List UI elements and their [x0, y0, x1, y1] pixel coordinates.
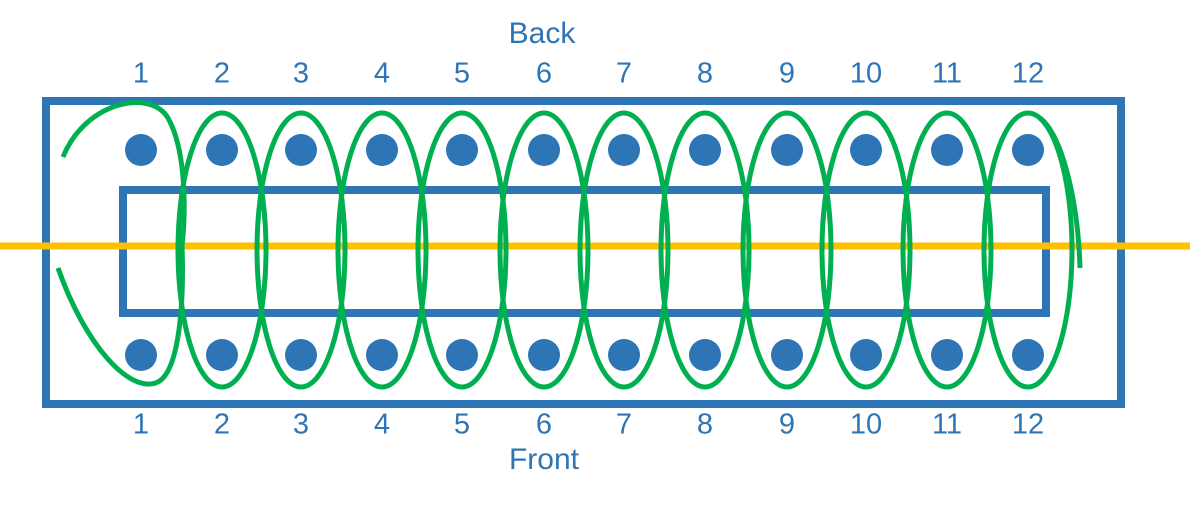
front-pin-number: 1	[133, 409, 149, 441]
back-pin-number: 7	[616, 58, 632, 90]
front-pin	[528, 339, 560, 371]
front-pin	[850, 339, 882, 371]
weave-end-tail	[1038, 116, 1083, 269]
weave-loop	[900, 110, 994, 390]
front-pin-number: 7	[616, 409, 632, 441]
front-pin	[206, 339, 238, 371]
back-pin-number: 3	[293, 58, 309, 90]
weave-loop	[175, 110, 269, 390]
front-pin	[1012, 339, 1044, 371]
weave-loop	[497, 110, 591, 390]
front-pin	[608, 339, 640, 371]
back-pin	[1012, 134, 1044, 166]
front-pin	[689, 339, 721, 371]
front-pin-number: 11	[932, 409, 962, 441]
front-pin-number: 12	[1012, 409, 1044, 441]
back-pin-number: 10	[850, 58, 882, 90]
front-pin	[931, 339, 963, 371]
back-pin	[608, 134, 640, 166]
front-pin-number: 5	[454, 409, 470, 441]
front-pin-number: 2	[214, 409, 230, 441]
weave-loop	[415, 110, 509, 390]
back-pin	[771, 134, 803, 166]
back-pin	[528, 134, 560, 166]
back-pin	[285, 134, 317, 166]
weave-loop	[658, 110, 752, 390]
weave-start-arc-top	[60, 100, 187, 247]
back-pin	[206, 134, 238, 166]
front-pin-number: 4	[374, 409, 390, 441]
back-pin-number: 4	[374, 58, 390, 90]
outer-frame	[42, 97, 1125, 408]
back-pin-number: 12	[1012, 58, 1044, 90]
weave-loop	[254, 110, 348, 390]
back-pin-number: 11	[932, 58, 962, 90]
weave-loop	[740, 110, 834, 390]
front-pin	[771, 339, 803, 371]
front-pin	[125, 339, 157, 371]
weave-loops	[55, 100, 1083, 390]
back-pin-number: 9	[779, 58, 795, 90]
front-pin-number: 3	[293, 409, 309, 441]
weave-loop	[981, 110, 1075, 390]
back-pin	[689, 134, 721, 166]
back-pin	[125, 134, 157, 166]
back-pin-number: 6	[536, 58, 552, 90]
back-pin	[366, 134, 398, 166]
back-pins	[125, 134, 1044, 166]
back-label: Back	[509, 17, 577, 50]
back-pin-number: 1	[133, 58, 149, 90]
back-pin	[850, 134, 882, 166]
front-pin-number: 8	[697, 409, 713, 441]
front-pin-number: 6	[536, 409, 552, 441]
front-pin	[446, 339, 478, 371]
back-pin-number: 2	[214, 58, 230, 90]
front-pin	[366, 339, 398, 371]
back-pin	[931, 134, 963, 166]
front-pin-number: 9	[779, 409, 795, 441]
front-pins	[125, 339, 1044, 371]
back-pin-number: 5	[454, 58, 470, 90]
back-pin	[446, 134, 478, 166]
weave-loop	[819, 110, 913, 390]
weave-loop	[335, 110, 429, 390]
weave-loop	[577, 110, 671, 390]
front-pin	[285, 339, 317, 371]
front-pin-number: 10	[850, 409, 882, 441]
back-pin-number: 8	[697, 58, 713, 90]
front-label: Front	[509, 443, 580, 476]
